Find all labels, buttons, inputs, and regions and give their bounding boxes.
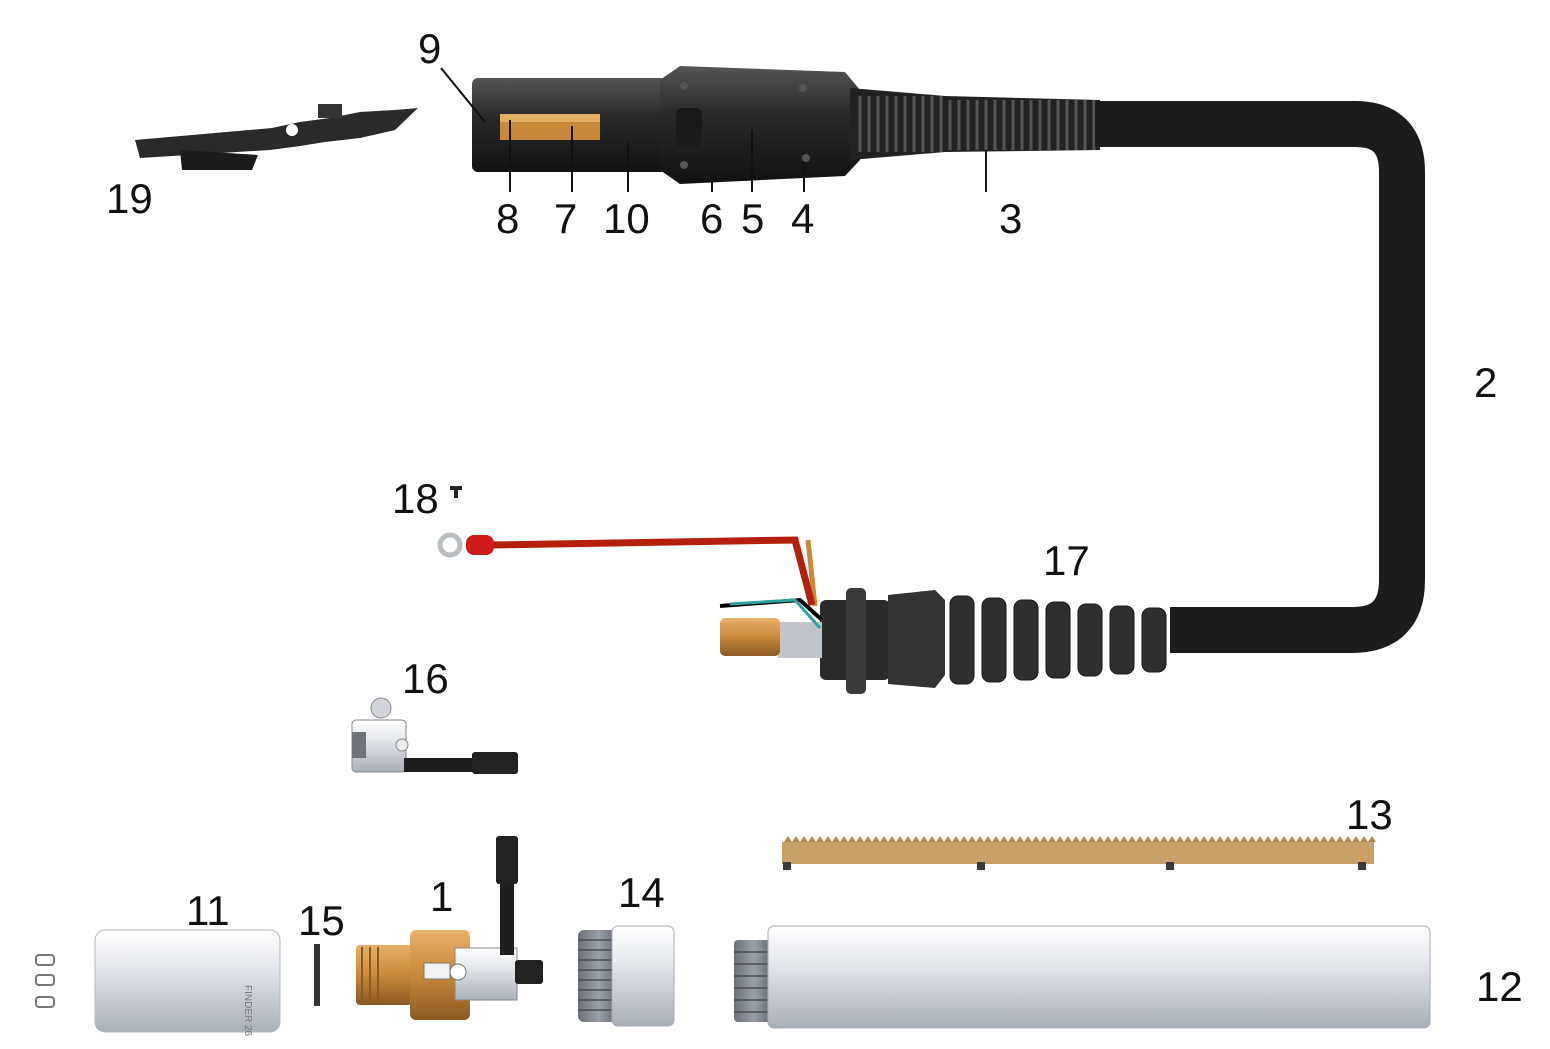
switch-part [351,697,518,774]
svg-text:FINDER 26: FINDER 26 [242,985,253,1037]
callout-7: 7 [554,195,578,242]
callout-12: 12 [1476,963,1523,1010]
callout-10: 10 [603,195,650,242]
leader-lines [440,67,987,192]
callout-16: 16 [402,655,449,702]
callout-11: 11 [186,887,230,934]
callout-15: 15 [298,897,345,944]
callout-13: 13 [1346,791,1393,838]
callout-6: 6 [700,195,724,242]
handle-strain-relief-part [850,88,1100,160]
callout-8: 8 [496,195,520,242]
nozzle-part: FINDER 26 [35,929,281,1037]
control-wire-part [437,486,816,606]
torch-handle-part [472,66,860,184]
callout-19: 19 [106,175,153,222]
pin-part [314,944,320,1006]
coupler-part [578,925,675,1027]
callout-14: 14 [618,869,665,916]
rear-connector-part [719,539,1167,694]
callout-18: 18 [392,475,439,522]
callout-3: 3 [999,195,1023,242]
cable-part [1095,101,1425,653]
callout-17: 17 [1043,537,1090,584]
callout-1: 1 [430,873,454,920]
callout-2: 2 [1474,359,1498,406]
callout-4: 4 [791,195,815,242]
callout-5: 5 [741,195,765,242]
head-connector-part [356,836,543,1020]
trigger-lever-part [135,104,418,170]
callout-9: 9 [418,25,442,72]
liner-part [782,836,1376,870]
tube-part [734,925,1431,1029]
